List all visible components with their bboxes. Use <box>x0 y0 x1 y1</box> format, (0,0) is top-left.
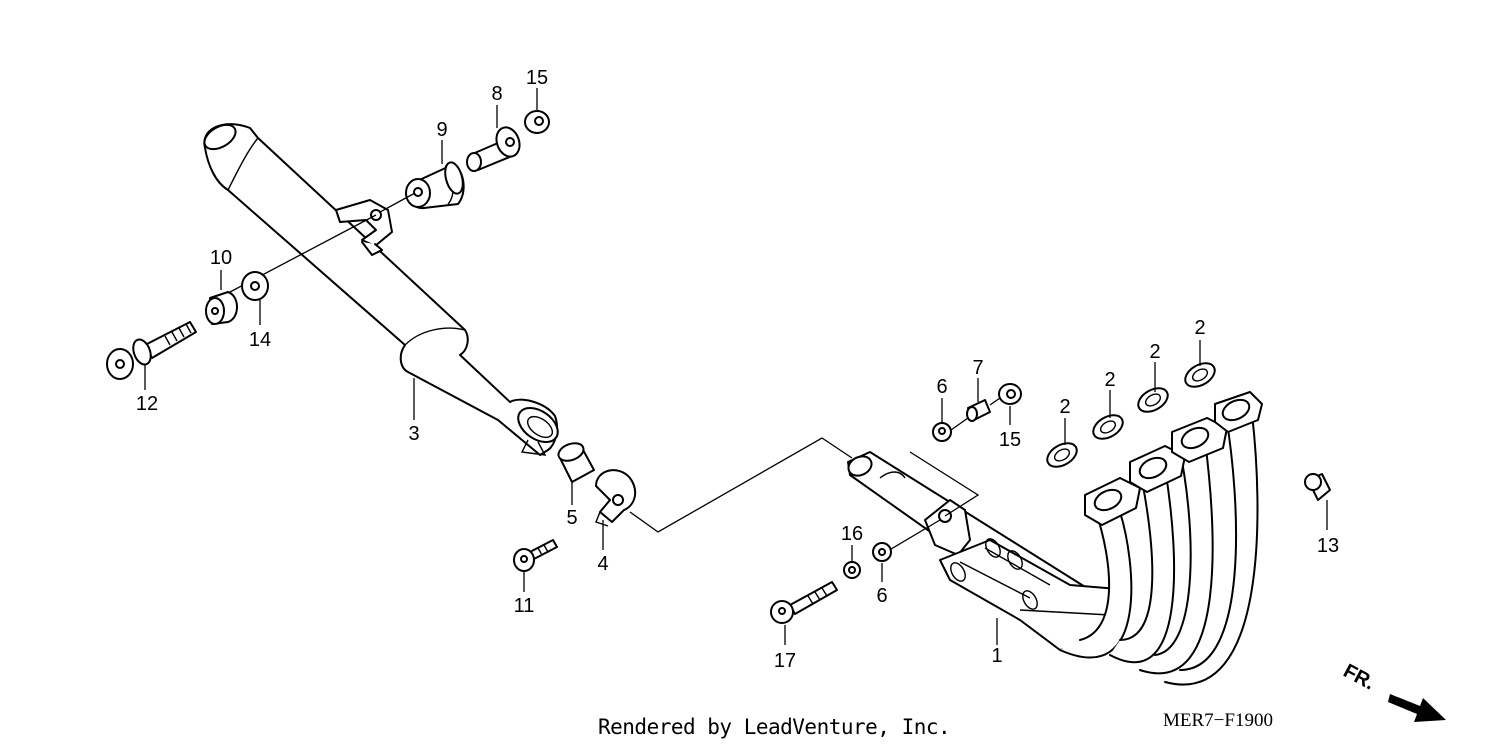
nut-part-6-top <box>932 422 952 442</box>
callout-15a[interactable]: 15 <box>526 67 548 89</box>
bolt-part-12 <box>106 321 197 380</box>
washer-part-14 <box>241 271 269 301</box>
callout-13[interactable]: 13 <box>1317 535 1339 557</box>
bracket-alignment-line <box>885 451 980 553</box>
callout-2c[interactable]: 2 <box>1149 341 1160 363</box>
stud-alignment-line <box>950 397 1001 431</box>
callout-14[interactable]: 14 <box>249 329 271 351</box>
callout-8[interactable]: 8 <box>491 83 502 105</box>
callout-12[interactable]: 12 <box>136 393 158 415</box>
gasket-part-5 <box>557 442 595 483</box>
callout-17[interactable]: 17 <box>774 650 796 672</box>
callout-6a[interactable]: 6 <box>936 376 947 398</box>
callout-2d[interactable]: 2 <box>1194 317 1205 339</box>
rubber-mount-part-9 <box>405 161 465 210</box>
collar-part-8 <box>466 126 521 172</box>
callout-labels: 1 2 2 2 2 3 4 5 6 6 7 8 9 10 11 12 13 14… <box>136 67 1339 672</box>
washer-part-16 <box>843 561 861 579</box>
callout-16[interactable]: 16 <box>841 523 863 545</box>
callout-4[interactable]: 4 <box>597 553 608 575</box>
callout-3[interactable]: 3 <box>408 423 419 445</box>
collar-part-10 <box>205 291 238 325</box>
callout-15b[interactable]: 15 <box>999 429 1021 451</box>
callout-7[interactable]: 7 <box>972 357 983 379</box>
flange-nut-part-15-top <box>524 110 550 134</box>
bolt-part-17 <box>770 581 838 624</box>
muffler-part-3 <box>203 123 559 456</box>
leader-lines <box>144 88 1328 645</box>
front-arrow-icon <box>1388 694 1446 722</box>
bolt-part-11 <box>513 539 558 572</box>
callout-2a[interactable]: 2 <box>1059 396 1070 418</box>
callout-9[interactable]: 9 <box>436 119 447 141</box>
stud-part-7 <box>966 399 991 422</box>
callout-5[interactable]: 5 <box>566 507 577 529</box>
flange-nut-part-13 <box>1304 473 1331 501</box>
nut-part-6-bottom <box>872 542 892 562</box>
exhaust-header-part-1 <box>847 391 1263 686</box>
flange-nut-part-15-right <box>998 383 1022 405</box>
callout-10[interactable]: 10 <box>210 247 232 269</box>
clamp-part-4 <box>595 469 637 527</box>
callout-1[interactable]: 1 <box>991 645 1002 667</box>
callout-11[interactable]: 11 <box>514 595 535 617</box>
render-credit: Rendered by LeadVenture, Inc. <box>598 715 951 739</box>
clamp-connection-line <box>629 437 853 533</box>
front-direction-indicator: FR. <box>1340 660 1450 730</box>
callout-6b[interactable]: 6 <box>876 585 887 607</box>
callout-2b[interactable]: 2 <box>1104 369 1115 391</box>
diagram-code: MER7−F1900 <box>1163 710 1273 731</box>
gasket-part-2-set <box>1046 362 1216 468</box>
